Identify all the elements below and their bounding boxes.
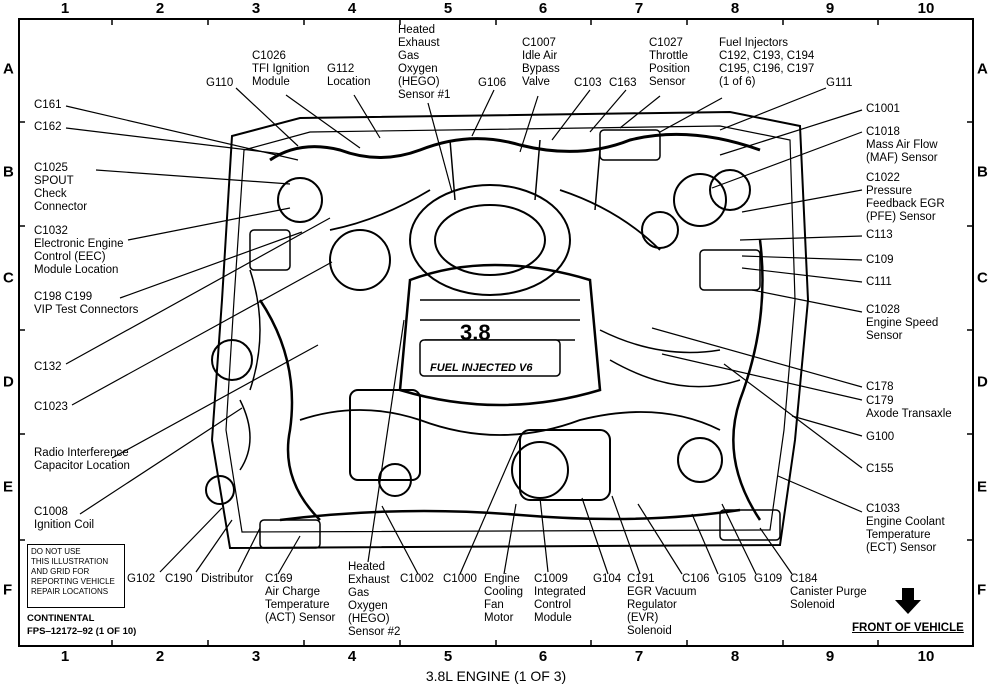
label-c1000: C1000 bbox=[443, 573, 477, 585]
grid-col-2: 2 bbox=[155, 648, 165, 665]
grid-col-9: 9 bbox=[825, 648, 835, 665]
label-g100: G100 bbox=[866, 431, 895, 443]
grid-col-10: 10 bbox=[917, 0, 935, 17]
grid-col-7: 7 bbox=[634, 648, 644, 665]
grid-row-e: E bbox=[3, 478, 14, 496]
grid-row-e: E bbox=[977, 478, 988, 496]
front-arrow bbox=[895, 588, 921, 614]
grid-col-3: 3 bbox=[251, 0, 261, 17]
front-of-vehicle-label: FRONT OF VEHICLE bbox=[852, 622, 964, 634]
grid-col-4: 4 bbox=[347, 648, 357, 665]
grid-col-8: 8 bbox=[730, 648, 740, 665]
label-c111: C111 bbox=[866, 276, 892, 288]
label-c163: C163 bbox=[609, 77, 637, 89]
grid-row-a: A bbox=[977, 60, 988, 78]
grid-col-8: 8 bbox=[730, 0, 740, 17]
label-g109: G109 bbox=[754, 573, 783, 585]
grid-col-1: 1 bbox=[60, 0, 70, 17]
label-g106: G106 bbox=[478, 77, 507, 89]
grid-ticks bbox=[18, 18, 974, 647]
diagram-caption: 3.8L ENGINE (1 OF 3) bbox=[425, 668, 567, 684]
grid-row-b: B bbox=[3, 163, 14, 181]
label-c1002: C1002 bbox=[400, 573, 434, 585]
label-c1023: C1023 bbox=[34, 401, 68, 413]
grid-row-a: A bbox=[3, 60, 14, 78]
label-g102: G102 bbox=[127, 573, 156, 585]
grid-row-d: D bbox=[3, 373, 14, 391]
label-c155: C155 bbox=[866, 463, 894, 475]
label-distributor: Distributor bbox=[201, 573, 254, 585]
engine-bay bbox=[210, 110, 810, 550]
label-c161: C161 bbox=[34, 99, 62, 111]
label-c162: C162 bbox=[34, 121, 62, 133]
label-c106: C106 bbox=[682, 573, 710, 585]
grid-row-f: F bbox=[3, 581, 13, 599]
label-g111: G111 bbox=[826, 77, 853, 89]
grid-col-4: 4 bbox=[347, 0, 357, 17]
grid-col-1: 1 bbox=[60, 648, 70, 665]
label-c132: C132 bbox=[34, 361, 62, 373]
grid-col-7: 7 bbox=[634, 0, 644, 17]
label-c178: C178 bbox=[866, 381, 894, 393]
grid-col-5: 5 bbox=[443, 0, 453, 17]
grid-row-b: B bbox=[977, 163, 988, 181]
label-g104: G104 bbox=[593, 573, 622, 585]
figure-number: FPS‒12172‒92 (1 OF 10) bbox=[27, 626, 137, 637]
engine-badge-emblem: FUEL INJECTED V6 bbox=[430, 362, 533, 374]
label-g110: G110 bbox=[206, 77, 234, 89]
leader-lines bbox=[65, 87, 863, 575]
engine-components bbox=[205, 129, 781, 549]
label-c190: C190 bbox=[165, 573, 193, 585]
grid-row-c: C bbox=[3, 269, 14, 287]
grid-col-2: 2 bbox=[155, 0, 165, 17]
grid-row-c: C bbox=[977, 269, 988, 287]
engine-badge-displacement: 3.8 bbox=[460, 320, 491, 345]
grid-col-3: 3 bbox=[251, 648, 261, 665]
grid-col-9: 9 bbox=[825, 0, 835, 17]
label-c109: C109 bbox=[866, 254, 894, 266]
label-g105: G105 bbox=[718, 573, 747, 585]
label-c113: C113 bbox=[866, 229, 893, 241]
grid-col-5: 5 bbox=[443, 648, 453, 665]
model-name: CONTINENTAL bbox=[27, 613, 95, 624]
label-c1001: C1001 bbox=[866, 103, 900, 115]
grid-col-6: 6 bbox=[538, 648, 548, 665]
label-c103: C103 bbox=[574, 77, 602, 89]
grid-col-10: 10 bbox=[917, 648, 935, 665]
grid-col-6: 6 bbox=[538, 0, 548, 17]
grid-row-f: F bbox=[977, 581, 987, 599]
grid-row-d: D bbox=[977, 373, 988, 391]
